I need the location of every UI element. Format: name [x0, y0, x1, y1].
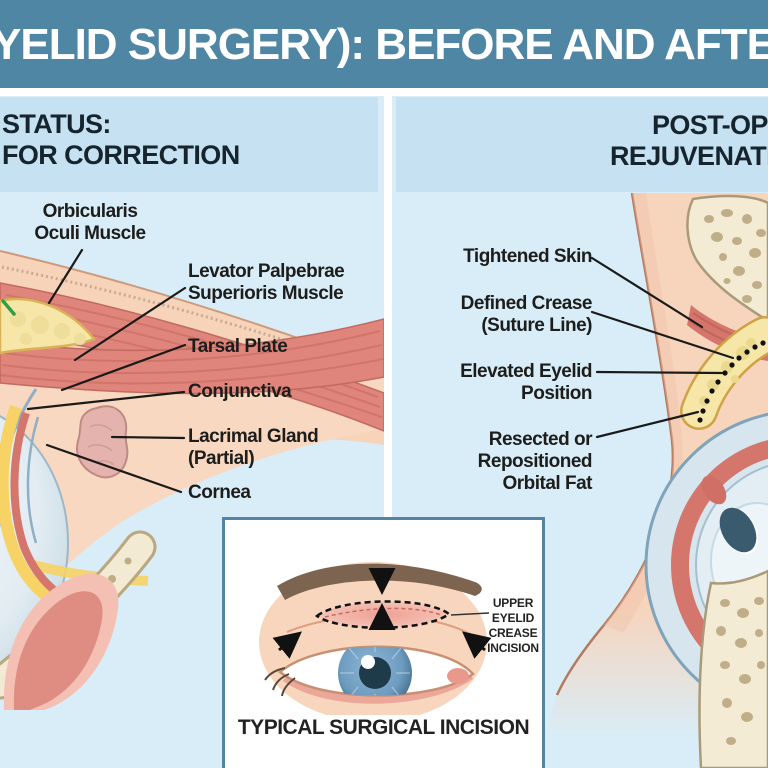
- nerve-highlight: [1, 299, 16, 316]
- orbital-fat-pad: [0, 297, 97, 355]
- upper-eyelid-crease-incision-callout: UPPER EYELID CREASE INCISION: [487, 596, 539, 655]
- callout-leader-line: [450, 612, 490, 616]
- direction-arrows: [272, 568, 492, 659]
- eye-highlight: [361, 655, 375, 669]
- inset-caption: TYPICAL SURGICAL INCISION: [237, 716, 530, 739]
- lower-lid: [282, 673, 473, 704]
- eyelashes: [264, 667, 296, 697]
- repositioned-orbital-fat: [680, 316, 768, 430]
- surgical-incision-inset-box: UPPER EYELID CREASE INCISION TYPICAL SUR…: [222, 517, 545, 768]
- page-title: (EYELID SURGERY): BEFORE AND AFTER: [0, 20, 768, 69]
- pre-op-eye-cross-section-illustration: [0, 248, 384, 710]
- cheek-tissue: [3, 573, 119, 710]
- label-cornea: Cornea: [188, 482, 251, 503]
- frontal-bone: [686, 194, 768, 323]
- eyebrow: [277, 563, 482, 600]
- suture-dotted-line: [697, 340, 766, 423]
- label-elevated-eyelid-position: Elevated Eyelid Position: [460, 361, 592, 405]
- label-tarsal-plate: Tarsal Plate: [188, 336, 288, 357]
- label-tightened-skin: Tightened Skin: [463, 246, 592, 267]
- post-op-leader-lines: [590, 256, 735, 439]
- panel-divider: [384, 88, 392, 768]
- post-op-heading-line2: REJUVENATED: [610, 141, 768, 171]
- cornea-conjunctiva-layers: [0, 388, 149, 602]
- label-conjunctiva: Conjunctiva: [188, 381, 292, 402]
- post-op-heading-line1: POST-OPERATIVE: [652, 110, 768, 140]
- label-resected-orbital-fat: Resected or Repositioned Orbital Fat: [477, 429, 593, 495]
- post-op-heading-band: [396, 97, 768, 192]
- inset-front-eye-illustration: [259, 562, 492, 722]
- label-orbicularis-oculi-muscle: Orbicularis Oculi Muscle: [34, 201, 146, 245]
- label-levator-palpebrae-superioris-muscle: Levator Palpebrae Superioris Muscle: [188, 261, 345, 305]
- caruncle: [447, 668, 469, 684]
- levator-muscle-layer: [0, 318, 384, 395]
- pre-op-heading-line2: FOR CORRECTION: [2, 140, 240, 170]
- post-op-eye-cross-section-illustration: [543, 193, 768, 768]
- label-lacrimal-gland: Lacrimal Gland (Partial): [188, 426, 319, 470]
- cheek-bone: [698, 569, 768, 768]
- pre-op-heading-band: [0, 97, 378, 192]
- pre-op-heading-line1: STATUS:: [2, 109, 111, 139]
- iris: [719, 507, 757, 553]
- lacrimal-gland: [76, 405, 129, 479]
- pre-op-leader-lines: [26, 248, 187, 494]
- front-eye: [264, 645, 475, 704]
- label-defined-crease: Defined Crease (Suture Line): [460, 293, 593, 337]
- title-bar: (EYELID SURGERY): BEFORE AND AFTER: [0, 0, 768, 88]
